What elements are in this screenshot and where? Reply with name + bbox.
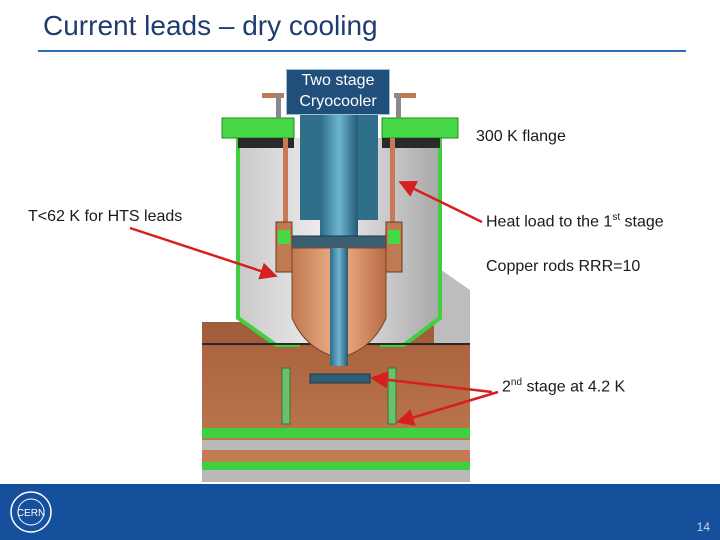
hts-clamp-left <box>278 230 290 244</box>
hts-clamp-right <box>388 230 400 244</box>
flange-left <box>221 117 295 139</box>
heat-load-text-end: stage <box>620 213 664 231</box>
top-bracket-right-post <box>396 93 401 118</box>
cryocooler-label-box: Two stage Cryocooler <box>286 69 390 115</box>
heat-load-text: Heat load to the 1 <box>486 213 613 231</box>
arrow-heat-load <box>398 180 483 224</box>
arrow-copper-rods <box>370 371 493 394</box>
cern-logo-text: CERN <box>17 508 45 519</box>
second-stage-stem <box>330 248 348 366</box>
hts-block-left <box>275 221 293 273</box>
slide-title: Current leads – dry cooling <box>43 10 378 41</box>
flange-right <box>381 117 459 139</box>
top-bracket-left-post <box>276 93 281 118</box>
first-stage-plate <box>291 235 387 249</box>
flange-right-inner <box>382 138 440 148</box>
hts-leads-label: T<62 K for HTS leads <box>28 208 183 225</box>
second-stage-text: stage at 4.2 K <box>522 378 626 396</box>
cern-logo: CERN <box>10 491 52 533</box>
arrow-hts <box>129 226 278 280</box>
bottom-plate-3 <box>202 450 470 462</box>
cryocooler-shaft <box>320 110 358 240</box>
page-number: 14 <box>696 520 710 534</box>
copper-rod-left <box>281 367 291 425</box>
heat-load-sup: st <box>612 212 621 223</box>
cryocooler-label-line2: Cryocooler <box>299 93 377 110</box>
bottom-plate-2 <box>202 440 470 450</box>
second-stage-sup: nd <box>510 377 523 388</box>
arrow-second-stage <box>396 390 499 426</box>
heat-load-label: Heat load to the 1st stage <box>486 212 664 231</box>
hts-block-right <box>385 221 403 273</box>
top-bracket-left <box>262 93 284 98</box>
flange-left-inner <box>238 138 294 148</box>
lead-rod-right-upper <box>390 138 395 238</box>
bottom-plate-5 <box>202 470 470 482</box>
copper-rod-right <box>387 367 397 425</box>
title-divider <box>38 50 686 52</box>
outer-shell-right <box>434 265 470 345</box>
flange-label: 300 K flange <box>476 128 566 145</box>
footer-bar <box>0 484 720 540</box>
bottom-plate-4 <box>202 462 470 470</box>
bottom-plate-1 <box>202 428 470 438</box>
copper-rods-label: Copper rods RRR=10 <box>486 258 641 275</box>
second-stage-label: 2nd stage at 4.2 K <box>502 377 625 396</box>
cryocooler-label-line1: Two stage <box>301 72 375 89</box>
second-stage-plate <box>309 373 371 384</box>
top-bracket-right <box>394 93 416 98</box>
second-stage-num: 2 <box>502 378 511 396</box>
lead-rod-left-upper <box>283 138 288 238</box>
